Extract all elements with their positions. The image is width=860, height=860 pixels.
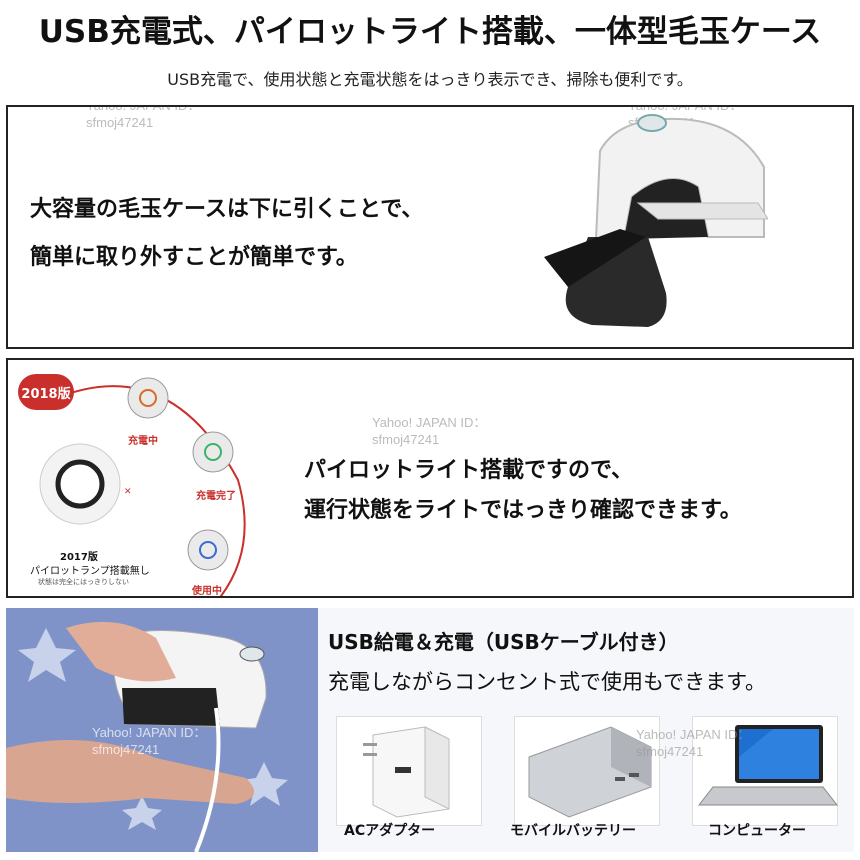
version-2018-badge: 2018版 xyxy=(18,374,74,410)
panel-pilot-light: ✕ 2018版 充電中 充電完了 使用中 2017版 パイロットランプ搭載無し … xyxy=(6,358,854,598)
mobile-battery-icon xyxy=(528,726,652,818)
state-charged-label: 充電完了 xyxy=(196,491,236,502)
panel-detachable-case: Yahoo! JAPAN ID： sfmoj47241 Yahoo! JAPAN… xyxy=(6,105,854,349)
old-version-label: 2017版 xyxy=(60,552,98,563)
old-version-note2: 状態は完全にはっきりしない xyxy=(38,578,129,586)
state-charging-label: 充電中 xyxy=(128,436,158,447)
ac-adapter-label: ACアダプター xyxy=(344,823,436,839)
panel1-line2: 簡単に取り外すことが簡単です。 xyxy=(30,245,358,270)
usb-description: 充電しながらコンセント式で使用もできます。 xyxy=(328,670,767,694)
laptop-icon xyxy=(697,725,839,806)
usb-headline: USB給電＆充電（USBケーブル付き） xyxy=(328,630,679,654)
mobile-battery-card xyxy=(514,716,660,826)
old-version-note1: パイロットランプ搭載無し xyxy=(30,566,150,577)
panel2-line1: パイロットライト搭載ですので、 xyxy=(304,458,634,483)
svg-text:✕: ✕ xyxy=(124,487,132,497)
panel-usb-power: Yahoo! JAPAN ID： sfmoj47241 USB給電＆充電（USB… xyxy=(6,608,854,852)
mobile-battery-label: モバイルバッテリー xyxy=(510,823,636,839)
watermark-photo: Yahoo! JAPAN ID： sfmoj47241 xyxy=(92,725,207,757)
panel1-line1: 大容量の毛玉ケースは下に引くことで、 xyxy=(30,197,424,222)
watermark-center: Yahoo! JAPAN ID： sfmoj47241 xyxy=(372,415,487,447)
page-title: USB充電式、パイロットライト搭載、一体型毛玉ケース xyxy=(38,14,822,50)
watermark-laptop: Yahoo! JAPAN ID： sfmoj47241 xyxy=(636,727,751,759)
computer-card xyxy=(692,716,839,826)
ac-adapter-card xyxy=(336,716,482,826)
page-subtitle: USB充電で、使用状態と充電状態をはっきり表示でき、掃除も便利です。 xyxy=(167,70,693,89)
ac-adapter-icon xyxy=(363,726,450,818)
lint-remover-case-illustration xyxy=(544,114,768,327)
watermark-left: Yahoo! JAPAN ID： sfmoj47241 xyxy=(86,105,201,130)
state-in-use-label: 使用中 xyxy=(192,586,222,597)
hand-using-device-photo xyxy=(6,608,318,852)
state-arc-graphic: ✕ xyxy=(39,377,246,596)
computer-label: コンピューター xyxy=(708,823,806,839)
panel2-line2: 運行状態をライトではっきり確認できます。 xyxy=(304,498,742,523)
